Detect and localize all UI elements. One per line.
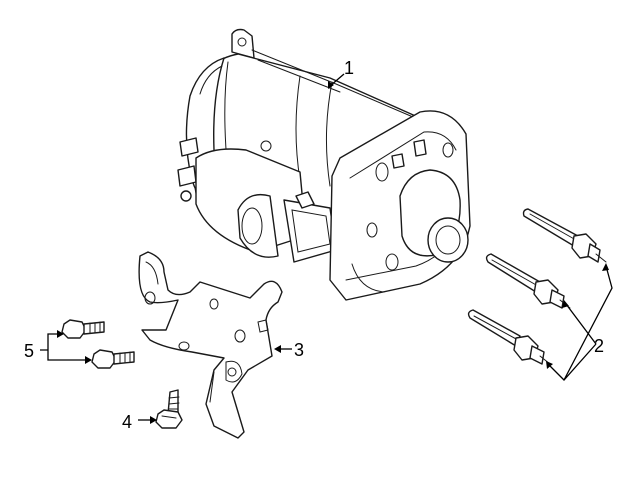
callout-4: 4 — [122, 412, 132, 432]
stud-lower — [467, 309, 551, 365]
arrowhead-4 — [150, 416, 157, 424]
arrowhead-1 — [328, 81, 334, 89]
arrowhead-2b — [562, 300, 569, 308]
arrowhead-2a — [602, 263, 609, 271]
stud-middle — [485, 253, 571, 309]
bolt-5-upper — [61, 319, 105, 339]
bolt-5-lower — [91, 349, 135, 369]
bolt-4 — [155, 389, 183, 429]
arrowhead-2c — [546, 361, 553, 369]
stud-upper — [522, 208, 607, 263]
arrowhead-5a — [57, 330, 64, 338]
callout-5: 5 — [24, 341, 34, 361]
callout-1: 1 — [344, 58, 354, 78]
starter-motor — [177, 28, 471, 301]
leader-5 — [40, 333, 88, 361]
mounting-bracket — [138, 251, 283, 439]
arrowhead-3 — [274, 345, 281, 353]
leader-2 — [547, 265, 613, 381]
callout-3: 3 — [294, 340, 304, 360]
arrowhead-5b — [85, 356, 92, 364]
callout-2: 2 — [594, 336, 604, 356]
